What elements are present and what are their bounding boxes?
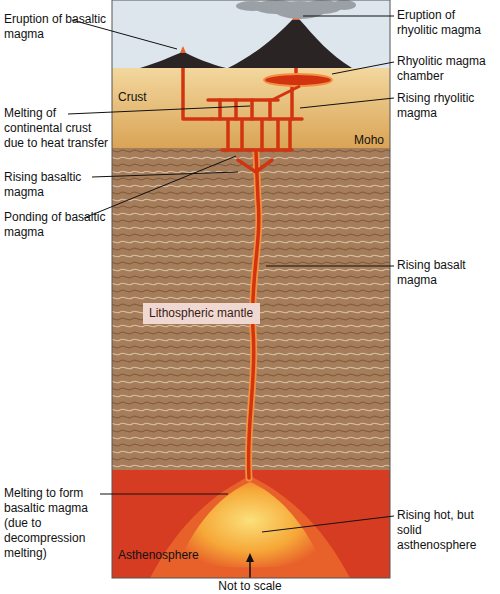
layer-name-box: Lithospheric mantle	[143, 303, 260, 324]
leader-lines	[68, 16, 394, 532]
magma-dike	[272, 86, 300, 100]
melting-label: Melting of continental crust due to heat…	[4, 106, 112, 151]
crust-band	[112, 68, 390, 148]
magma-chamber	[264, 74, 332, 86]
eruption-label: Eruption of rhyolitic magma	[397, 8, 497, 38]
boundary-name: Moho	[354, 133, 388, 148]
arrow-head	[246, 553, 254, 562]
melting-label: Melting to form basaltic magma (due to d…	[4, 486, 110, 561]
lava	[180, 46, 186, 53]
eruption-label: Eruption of basaltic magma	[4, 12, 108, 42]
melt-zone-outer	[150, 476, 350, 578]
magma-conduit	[183, 22, 302, 478]
magma-label: Rising basalt magma	[397, 258, 497, 288]
melt-zone	[180, 482, 320, 568]
scale-note: Not to scale	[150, 579, 350, 594]
magma-label: Rising rhyolitic magma	[397, 91, 497, 121]
asthenosphere-label: Rising hot, but solid asthenosphere	[397, 508, 497, 553]
asthenosphere-band	[112, 470, 390, 578]
magma-label: Rising basaltic magma	[4, 170, 108, 200]
layer-name: Crust	[118, 90, 178, 105]
sky	[112, 0, 390, 68]
layer-name: Asthenosphere	[118, 548, 228, 563]
rhyolite-volcano	[228, 20, 352, 68]
column-border	[112, 0, 390, 578]
chamber-label: Rhyolitic magma chamber	[397, 54, 497, 84]
basalt-volcano	[140, 53, 226, 68]
ponding-label: Ponding of basaltic magma	[4, 210, 108, 240]
layer-name: Lithospheric mantle	[149, 306, 254, 321]
